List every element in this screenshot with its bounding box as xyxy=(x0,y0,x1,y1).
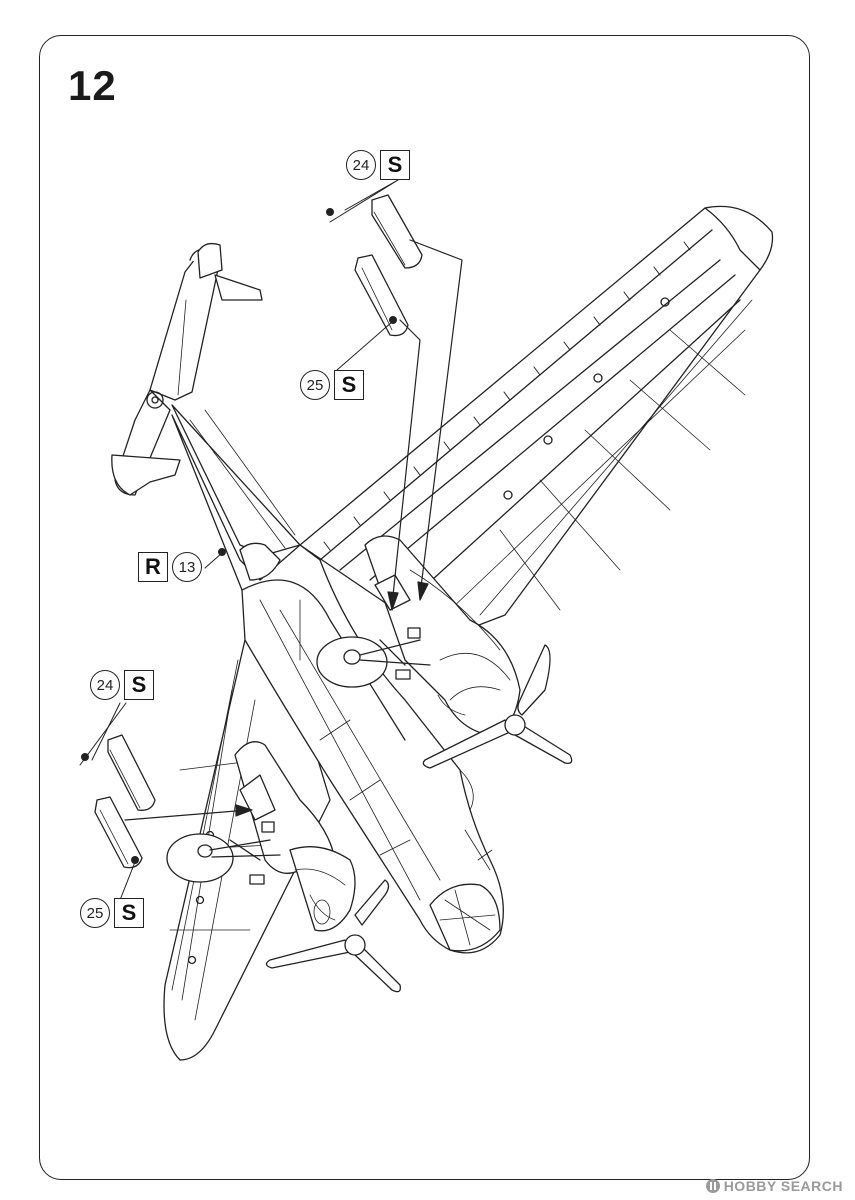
leader-lines xyxy=(79,179,399,901)
callout-part-25-top: 25 S xyxy=(300,370,364,400)
part-25-left xyxy=(94,796,143,869)
callout-part-25-left: 25 S xyxy=(80,898,144,928)
right-wing xyxy=(299,205,774,641)
callout-part-24-top: 24 S xyxy=(346,150,410,180)
tailplane xyxy=(111,242,301,581)
sprue-letter-box: S xyxy=(380,150,410,180)
part-number-badge: 25 xyxy=(80,898,110,928)
step-number: 12 xyxy=(68,62,117,109)
hobby-search-logo-icon xyxy=(705,1179,720,1193)
callout-part-24-left: 24 S xyxy=(90,670,154,700)
sprue-letter-box: S xyxy=(334,370,364,400)
left-engine xyxy=(234,741,401,993)
part-24-top xyxy=(371,194,423,269)
watermark-text: HOBBY SEARCH xyxy=(723,1178,843,1194)
watermark: HOBBY SEARCH xyxy=(705,1178,843,1194)
part-number-badge: 24 xyxy=(346,150,376,180)
part-number-badge: 24 xyxy=(90,670,120,700)
step-frame xyxy=(39,35,810,1180)
sprue-letter-box: R xyxy=(138,552,168,582)
assembly-arrows xyxy=(124,239,463,821)
sprue-letter-box: S xyxy=(124,670,154,700)
part-25-top xyxy=(354,254,409,337)
sprue-letter-box: S xyxy=(114,898,144,928)
callout-part-13-rudder: R 13 xyxy=(138,552,202,582)
right-engine xyxy=(364,535,573,769)
part-24-left xyxy=(107,734,156,811)
part-number-badge: 25 xyxy=(300,370,330,400)
part-number-badge: 13 xyxy=(172,552,202,582)
